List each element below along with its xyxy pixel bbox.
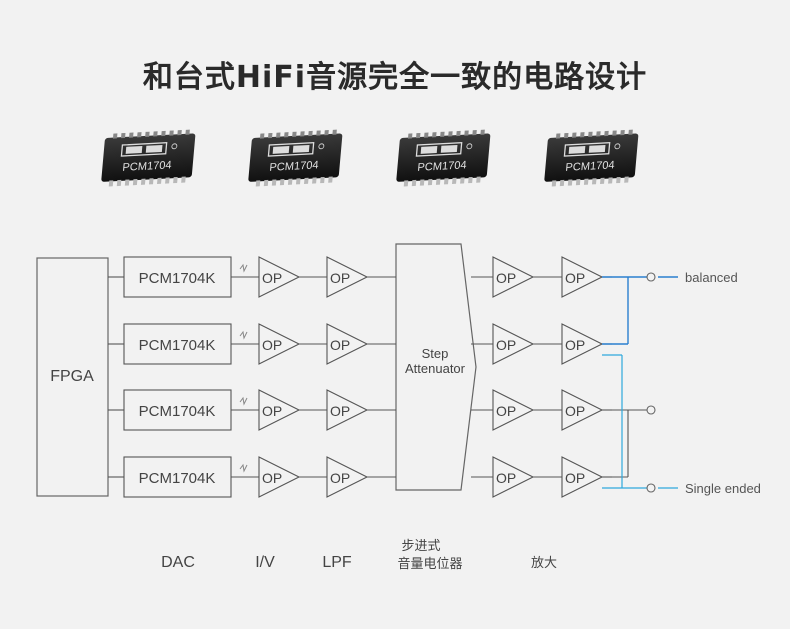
op-amp: OP — [561, 456, 604, 498]
stage-label-attenuator-line1: 步进式 — [401, 539, 440, 554]
op-amp-label: OP — [565, 270, 585, 286]
op-amp: OP — [258, 256, 301, 298]
dac-label: PCM1704K — [139, 470, 216, 487]
op-amp: OP — [326, 389, 369, 431]
chip-marking: PCM1704 — [565, 159, 615, 173]
chip-marking: PCM1704 — [122, 159, 172, 173]
op-amp-label: OP — [565, 470, 585, 486]
op-amp-label: OP — [565, 337, 585, 353]
op-amp-label: OP — [262, 470, 282, 486]
op-amp-label: OP — [496, 270, 516, 286]
output-terminal — [646, 272, 656, 282]
pcm1704-chip: PCM1704 — [544, 129, 639, 187]
op-amp: OP — [492, 456, 535, 498]
current-signal-icon — [239, 463, 248, 473]
op-amp: OP — [326, 456, 369, 498]
op-amp-label: OP — [496, 403, 516, 419]
channel-row: PCM1704K OP OP OP OP — [108, 323, 612, 365]
fpga-box — [36, 257, 109, 497]
pcm1704-chip: PCM1704 — [248, 129, 343, 187]
stage-label-amp: 放大 — [531, 556, 557, 571]
page-title: 和台式HiFi音源完全一致的电路设计 — [142, 60, 648, 95]
balanced-output-label: balanced — [685, 270, 738, 285]
op-amp-label: OP — [330, 337, 350, 353]
op-amp: OP — [258, 456, 301, 498]
op-amp-label: OP — [496, 470, 516, 486]
channel-row: PCM1704K OP OP OP OP — [108, 256, 612, 298]
pcm1704-chip: PCM1704 — [396, 129, 491, 187]
op-amp: OP — [326, 323, 369, 365]
current-signal-icon — [239, 396, 248, 406]
channel-row: PCM1704K OP OP OP OP — [108, 456, 612, 498]
chip-images: PCM1704 PCM1704 PCM1704 PCM1704 — [101, 129, 639, 187]
single-ended-output-label: Single ended — [685, 481, 761, 496]
output-terminal — [646, 405, 656, 415]
op-amp: OP — [561, 256, 604, 298]
op-amp: OP — [561, 389, 604, 431]
stage-label-attenuator-line2: 音量电位器 — [397, 556, 462, 572]
dac-label: PCM1704K — [139, 337, 216, 354]
stage-label-lpf: LPF — [322, 554, 352, 571]
op-amp-label: OP — [565, 403, 585, 419]
op-amp: OP — [258, 323, 301, 365]
op-amp-label: OP — [330, 470, 350, 486]
op-amp-label: OP — [496, 337, 516, 353]
op-amp-label: OP — [330, 270, 350, 286]
op-amp-label: OP — [330, 403, 350, 419]
pcm1704-chip: PCM1704 — [101, 129, 196, 187]
op-amp-label: OP — [262, 270, 282, 286]
op-amp: OP — [326, 256, 369, 298]
op-amp: OP — [561, 323, 604, 365]
op-amp: OP — [492, 389, 535, 431]
step-attenuator-box — [395, 243, 477, 491]
op-amp: OP — [258, 389, 301, 431]
output-wiring — [602, 272, 678, 493]
current-signal-icon — [239, 330, 248, 340]
dac-label: PCM1704K — [139, 403, 216, 420]
output-terminal — [646, 483, 656, 493]
stage-label-dac: DAC — [161, 554, 195, 571]
chip-marking: PCM1704 — [269, 159, 319, 173]
op-amp-label: OP — [262, 403, 282, 419]
attenuator-label-line1: Step — [422, 346, 449, 361]
attenuator-label-line2: Attenuator — [405, 361, 466, 376]
op-amp-label: OP — [262, 337, 282, 353]
fpga-label: FPGA — [50, 368, 94, 385]
channel-row: PCM1704K OP OP OP OP — [108, 389, 612, 431]
chip-marking: PCM1704 — [417, 159, 467, 173]
op-amp: OP — [492, 323, 535, 365]
op-amp: OP — [492, 256, 535, 298]
dac-label: PCM1704K — [139, 270, 216, 287]
stage-label-iv: I/V — [255, 554, 275, 571]
current-signal-icon — [239, 263, 248, 273]
